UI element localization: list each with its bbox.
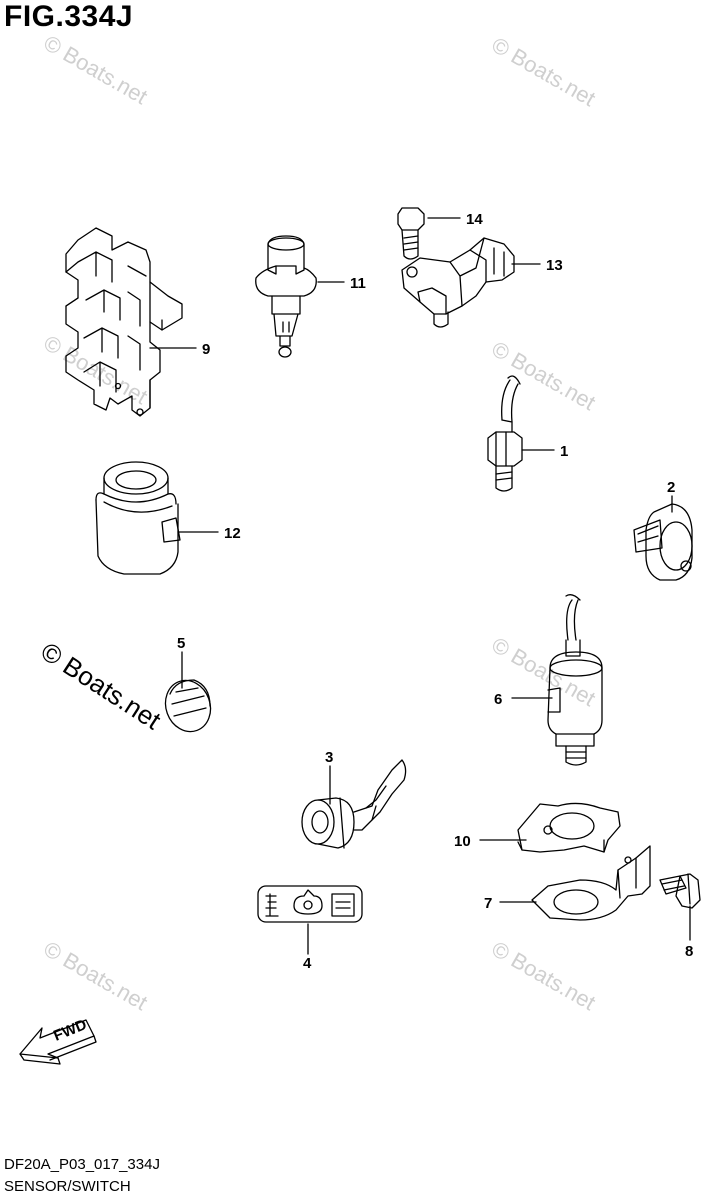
callout-2: 2	[667, 479, 675, 496]
part-5-cap[interactable]	[158, 674, 217, 738]
callout-4: 4	[303, 955, 312, 972]
part-13-sensor[interactable]	[401, 237, 515, 328]
part-7-bracket[interactable]	[531, 845, 651, 921]
part-8-bolt[interactable]	[659, 873, 701, 909]
figure-title: FIG.334J	[4, 0, 134, 33]
part-4-label[interactable]	[257, 885, 363, 923]
part-14-bolt[interactable]	[397, 207, 425, 260]
diagram-code: DF20A_P03_017_334J	[4, 1156, 160, 1173]
part-3-grommet[interactable]	[301, 759, 407, 849]
part-12-boot[interactable]	[95, 461, 181, 575]
callout-11: 11	[350, 275, 366, 292]
callout-1: 1	[560, 443, 568, 460]
callout-5: 5	[177, 635, 185, 652]
callout-10: 10	[454, 833, 471, 850]
callout-7: 7	[484, 895, 492, 912]
callout-3: 3	[325, 749, 333, 766]
callout-14: 14	[466, 211, 483, 228]
callout-8: 8	[685, 943, 693, 960]
fwd-arrow-icon	[19, 1019, 97, 1065]
part-10-plate[interactable]	[517, 802, 621, 853]
callout-9: 9	[202, 341, 210, 358]
part-1-sensor[interactable]	[487, 375, 523, 492]
callout-6: 6	[494, 691, 502, 708]
part-9-bracket[interactable]	[65, 227, 183, 417]
section-name: SENSOR/SWITCH	[4, 1178, 131, 1195]
part-2-sensor[interactable]	[633, 503, 693, 581]
callout-13: 13	[546, 257, 563, 274]
leader-lines	[149, 217, 691, 955]
part-11-sensor[interactable]	[255, 235, 317, 358]
part-6-switch[interactable]	[547, 594, 603, 766]
callout-12: 12	[224, 525, 241, 542]
